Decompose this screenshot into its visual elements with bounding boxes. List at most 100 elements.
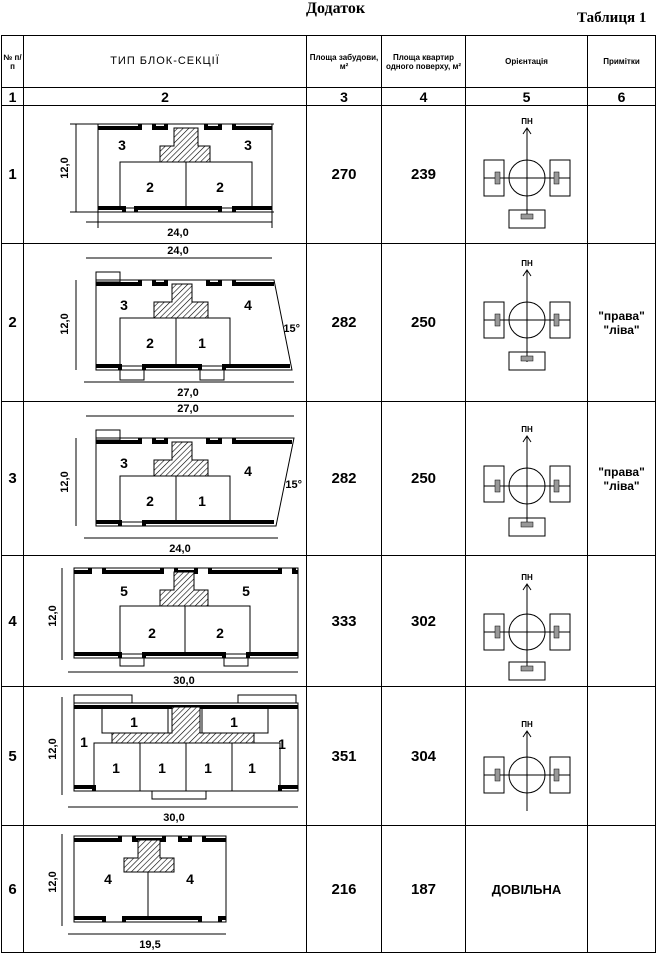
notes-cell — [587, 686, 656, 826]
table-number: Таблиця 1 — [577, 10, 647, 26]
notes-cell: "права""ліва" — [587, 243, 656, 402]
appendix-title: Додаток — [306, 0, 366, 17]
room-label: 2 — [146, 179, 154, 195]
note-line: "ліва" — [603, 322, 640, 337]
width-bottom-dimension: 24,0 — [169, 543, 190, 555]
room-label: 4 — [186, 871, 194, 887]
north-label: ПН — [521, 259, 533, 268]
table-row: 6 4 4 19,5 12,0 216 187 ДОВІЛЬНА — [1, 825, 656, 953]
block-plan-cell: 24,0 15° 3 4 2 1 27,0 12, — [23, 243, 307, 402]
depth-dimension: 12,0 — [59, 471, 71, 492]
col-notes-header: Примітки — [587, 35, 656, 88]
col-orientation-header: Орієнтація — [465, 35, 588, 88]
building-area: 270 — [306, 105, 382, 244]
table-row: 1 — [1, 105, 656, 244]
flat-area: 304 — [381, 686, 466, 826]
room-label: 4 — [244, 297, 252, 313]
notes-cell — [587, 825, 656, 953]
orientation-diagram: ПН — [483, 117, 571, 229]
building-area: 333 — [306, 555, 382, 687]
room-label: 1 — [80, 734, 88, 750]
notes-cell — [587, 105, 656, 244]
width-dimension: 30,0 — [173, 675, 194, 686]
building-area: 282 — [306, 401, 382, 556]
north-label: ПН — [521, 117, 533, 126]
depth-dimension: 12,0 — [59, 313, 71, 334]
col-no-header: № п/п — [1, 35, 24, 88]
flat-area: 302 — [381, 555, 466, 687]
width-bottom-dimension: 27,0 — [177, 387, 198, 399]
row-number: 6 — [1, 825, 24, 953]
orientation-cell: ПН — [465, 401, 588, 556]
room-label: 1 — [130, 714, 138, 730]
block-section-plan: 5 5 2 2 30,0 12,0 — [47, 567, 299, 686]
column-number: 2 — [23, 87, 307, 106]
column-number-row: 1 2 3 4 5 6 — [1, 87, 656, 106]
row-number: 5 — [1, 686, 24, 826]
room-label: 4 — [104, 871, 112, 887]
header-row: № п/п ТИП БЛОК-СЕКЦІЇ Площа забудови, м²… — [1, 35, 656, 88]
flat-area: 187 — [381, 825, 466, 953]
room-label: 5 — [242, 583, 250, 599]
room-label: 3 — [120, 455, 128, 471]
block-section-table: № п/п ТИП БЛОК-СЕКЦІЇ Площа забудови, м²… — [1, 35, 656, 953]
block-section-plan: 1 1 1 1 1 1 1 1 30,0 12,0 — [47, 694, 299, 824]
table-row: 3 27,0 15° 3 4 2 — [1, 401, 656, 556]
column-number: 3 — [306, 87, 382, 106]
room-label: 1 — [112, 760, 120, 776]
block-plan-cell: 4 4 19,5 12,0 — [23, 825, 307, 953]
depth-dimension: 12,0 — [47, 871, 59, 892]
room-label: 5 — [120, 583, 128, 599]
flat-area: 250 — [381, 401, 466, 556]
orientation-cell: ПН — [465, 105, 588, 244]
depth-dimension: 12,0 — [59, 157, 71, 178]
room-label: 4 — [244, 463, 252, 479]
orientation-cell: ПН — [465, 555, 588, 687]
room-label: 2 — [216, 179, 224, 195]
note-line: "права" — [598, 464, 645, 479]
col-area-header: Площа забудови, м² — [306, 35, 382, 88]
orientation-cell: ПН — [465, 243, 588, 402]
row-number: 2 — [1, 243, 24, 402]
orientation-diagram: ПН — [483, 573, 571, 681]
block-section-plan: 27,0 15° 3 4 2 1 24,0 12,0 — [59, 403, 302, 555]
row-number: 1 — [1, 105, 24, 244]
building-area: 351 — [306, 686, 382, 826]
notes-cell — [587, 555, 656, 687]
column-number: 6 — [587, 87, 656, 106]
note-line: "ліва" — [603, 478, 640, 493]
block-plan-cell: 5 5 2 2 30,0 12,0 — [23, 555, 307, 687]
col-flat-area-header: Площа квартир одного поверху, м² — [381, 35, 466, 88]
column-number: 4 — [381, 87, 466, 106]
row-number: 4 — [1, 555, 24, 687]
depth-dimension: 12,0 — [47, 605, 59, 626]
block-plan-cell: 3 3 2 2 24,0 12,0 — [23, 105, 307, 244]
room-label: 3 — [244, 137, 252, 153]
notes-cell: "права""ліва" — [587, 401, 656, 556]
room-label: 3 — [118, 137, 126, 153]
room-label: 1 — [198, 493, 206, 509]
room-label: 1 — [204, 760, 212, 776]
width-dimension: 24,0 — [167, 227, 188, 239]
width-top-dimension: 27,0 — [177, 403, 198, 415]
block-section-plan: 4 4 19,5 12,0 — [47, 834, 227, 951]
row-number: 3 — [1, 401, 24, 556]
north-label: ПН — [521, 425, 533, 434]
orientation-diagram: ПН — [483, 259, 571, 371]
depth-dimension: 12,0 — [47, 738, 59, 759]
room-label: 1 — [248, 760, 256, 776]
orientation-diagram: ПН — [483, 425, 571, 537]
room-label: 2 — [216, 625, 224, 641]
table-row: 2 24,0 15° 3 4 — [1, 243, 656, 402]
orientation-diagram: ПН — [483, 720, 571, 811]
building-area: 282 — [306, 243, 382, 402]
width-dimension: 30,0 — [163, 812, 184, 824]
col-type-header: ТИП БЛОК-СЕКЦІЇ — [23, 35, 307, 88]
width-dimension: 19,5 — [139, 939, 160, 951]
north-label: ПН — [521, 573, 533, 582]
angle-label: 15° — [285, 479, 302, 491]
room-label: 1 — [230, 714, 238, 730]
flat-area: 239 — [381, 105, 466, 244]
room-label: 2 — [146, 493, 154, 509]
room-label: 1 — [198, 335, 206, 351]
